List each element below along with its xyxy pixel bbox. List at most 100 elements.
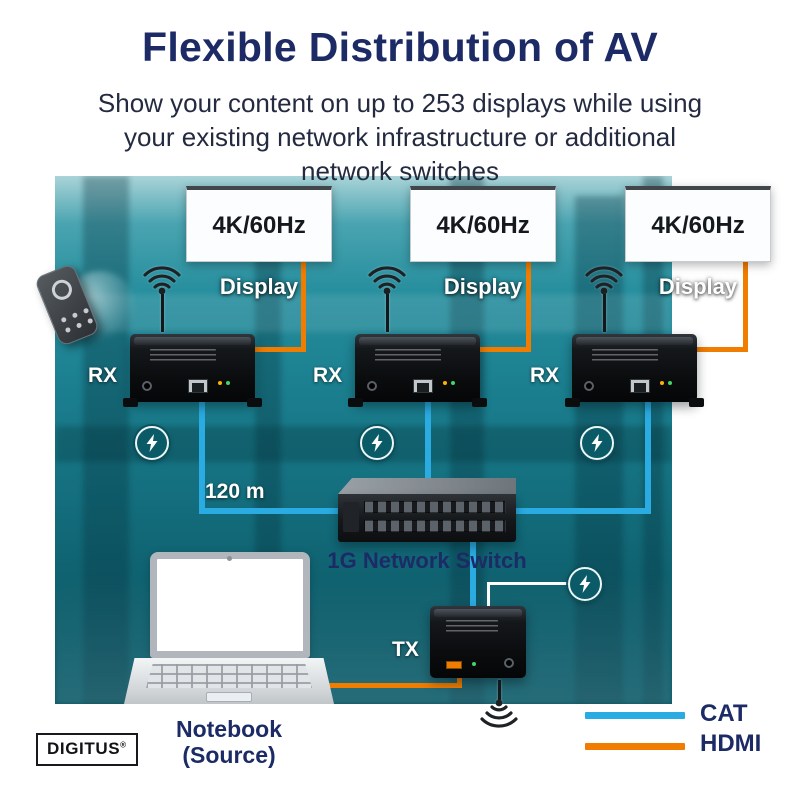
lightning-bolt-icon	[591, 434, 603, 452]
switch-port-row	[364, 520, 506, 532]
cat-cable-segment	[199, 400, 205, 514]
rx-device	[348, 334, 487, 407]
legend-hdmi-label: HDMI	[700, 730, 762, 757]
device-top-face	[434, 609, 522, 617]
wifi-arcs-icon	[143, 266, 181, 295]
mounting-ear	[348, 398, 363, 407]
network-switch-label: 1G Network Switch	[327, 548, 527, 573]
mounting-ear	[247, 398, 262, 407]
network-switch-device	[338, 478, 516, 542]
rj45-port	[413, 379, 433, 393]
mounting-ear	[123, 398, 138, 407]
rj45-port	[630, 379, 650, 393]
dc-jack-port	[584, 381, 594, 391]
hdmi-port	[446, 661, 462, 669]
remote-dpad	[48, 276, 75, 303]
lightning-bolt-icon	[371, 434, 383, 452]
wifi-icon	[365, 262, 409, 332]
network-switch-front	[338, 494, 516, 542]
device-label-sticker	[592, 349, 658, 364]
device-top-face	[134, 337, 251, 345]
background-pillar	[643, 176, 663, 704]
cat-cable-segment	[505, 508, 651, 514]
status-led	[472, 662, 476, 666]
display-panel: 4K/60Hz	[625, 186, 771, 262]
display-panel: 4K/60Hz	[410, 186, 556, 262]
antenna-stem	[602, 294, 606, 332]
switch-port-row	[364, 501, 506, 513]
status-led	[218, 381, 222, 385]
registered-mark: ®	[120, 740, 127, 750]
display-label: Display	[443, 274, 523, 299]
mounting-ear	[689, 398, 704, 407]
power-icon	[580, 426, 614, 460]
cat-cable-segment	[199, 508, 349, 514]
dc-jack-port	[142, 381, 152, 391]
rx-label: RX	[313, 364, 343, 387]
legend-hdmi-line	[585, 743, 685, 750]
display-label: Display	[219, 274, 299, 299]
tx-device	[430, 606, 526, 678]
mounting-ear	[472, 398, 487, 407]
rx-label: RX	[88, 364, 118, 387]
tx-label: TX	[392, 638, 419, 661]
rx-device	[123, 334, 262, 407]
hdmi-cable-segment	[250, 347, 306, 352]
remote-buttons	[60, 316, 68, 324]
dc-jack-port	[367, 381, 377, 391]
wifi-arcs-icon	[480, 699, 518, 728]
device-top-face	[576, 337, 693, 345]
cat-cable-segment	[470, 538, 476, 612]
notebook-screen	[150, 552, 310, 658]
dc-jack-port	[504, 658, 514, 668]
antenna-stem	[160, 294, 164, 332]
hdmi-cable-segment	[743, 260, 748, 352]
lightning-bolt-icon	[146, 434, 158, 452]
background-band	[55, 294, 672, 332]
lightning-bolt-icon	[579, 575, 591, 593]
hdmi-cable-segment	[526, 260, 531, 352]
network-switch-top	[338, 478, 516, 494]
antenna-stem	[385, 294, 389, 332]
cat-cable-segment	[645, 400, 651, 514]
notebook-touchpad	[206, 692, 252, 702]
legend-cat-label: CAT	[700, 700, 748, 727]
power-link-segment	[487, 582, 570, 585]
display-resolution: 4K/60Hz	[436, 211, 530, 239]
digitus-logo: DIGITUS®	[36, 733, 138, 766]
network-switch-panel	[343, 502, 359, 532]
wifi-icon	[477, 680, 521, 732]
status-led	[660, 381, 664, 385]
hdmi-cable-segment	[475, 347, 531, 352]
device-label-sticker	[446, 620, 498, 633]
device-top-face	[359, 337, 476, 345]
subtitle-line: Show your content on up to 253 displays …	[97, 88, 703, 118]
rj45-port	[188, 379, 208, 393]
notebook-keyboard	[146, 664, 312, 688]
status-led	[668, 381, 672, 385]
cat-cable-segment	[425, 400, 431, 490]
hdmi-cable-segment	[301, 260, 306, 352]
brand-name: DIGITUS	[47, 739, 121, 758]
source-label-line1: Notebook	[175, 716, 283, 742]
wifi-icon	[582, 262, 626, 332]
wifi-arcs-icon	[368, 266, 406, 295]
wifi-arcs-icon	[585, 266, 623, 295]
device-label-sticker	[150, 349, 216, 364]
antenna-stem	[497, 680, 501, 700]
hdmi-cable-segment	[322, 683, 462, 688]
page-title: Flexible Distribution of AV	[141, 24, 659, 70]
subtitle-line: your existing network infrastructure or …	[123, 122, 677, 152]
display-label: Display	[658, 274, 738, 299]
rx-label: RX	[530, 364, 560, 387]
page-subtitle: Show your content on up to 253 displays …	[0, 86, 800, 188]
display-resolution: 4K/60Hz	[212, 211, 306, 239]
subtitle-line: network switches	[301, 156, 499, 186]
legend-cat-line	[585, 712, 685, 719]
power-icon	[568, 567, 602, 601]
status-led	[443, 381, 447, 385]
device-label-sticker	[375, 349, 441, 364]
rx-device	[565, 334, 704, 407]
distance-label: 120 m	[205, 480, 265, 503]
